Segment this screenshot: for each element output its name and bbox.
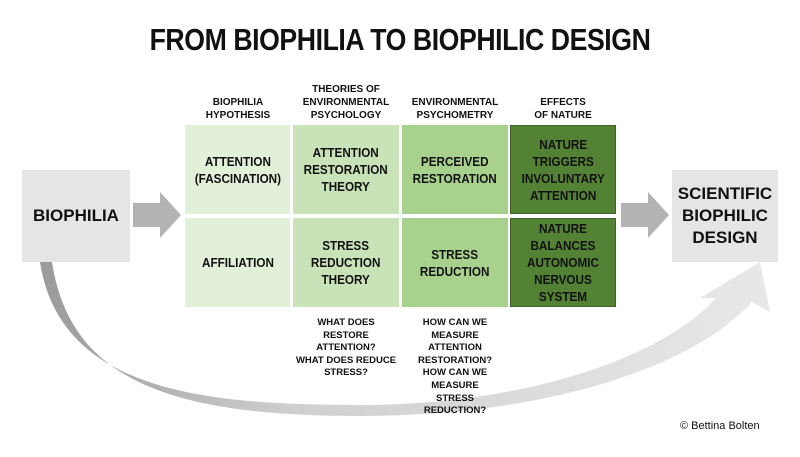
cell-stress-reduction: STRESS REDUCTION: [402, 218, 508, 307]
cell-affiliation: AFFILIATION: [185, 218, 290, 307]
header-label: THEORIES OF ENVIRONMENTAL PSYCHOLOGY: [302, 84, 390, 121]
curved-arrow: [40, 262, 770, 416]
cell-autonomic-nervous-system: NATURE BALANCES AUTONOMIC NERVOUS SYSTEM: [510, 218, 616, 307]
cell-label: ATTENTION (FASCINATION): [194, 153, 281, 186]
header-label: ENVIRONMENTAL PSYCHOMETRY: [411, 97, 499, 121]
biophilia-box: BIOPHILIA: [22, 170, 130, 262]
question-psychometry: HOW CAN WE MEASURE ATTENTION RESTORATION…: [417, 317, 493, 417]
cell-label: ATTENTION RESTORATION THEORY: [303, 145, 389, 194]
cell-label: PERCEIVED RESTORATION: [412, 153, 498, 186]
cell-label: NATURE BALANCES AUTONOMIC NERVOUS SYSTEM: [527, 221, 599, 304]
cell-label: STRESS REDUCTION THEORY: [311, 238, 381, 287]
cell-label: NATURE TRIGGERS INVOLUNTARY ATTENTION: [521, 136, 605, 203]
copyright-credit: © Bettina Bolten: [680, 420, 760, 432]
cell-involuntary-attention: NATURE TRIGGERS INVOLUNTARY ATTENTION: [510, 125, 616, 214]
question-theories: WHAT DOES RESTORE ATTENTION? WHAT DOES R…: [295, 317, 397, 379]
arrow-right-icon: [621, 192, 669, 238]
arrow-left-icon: [133, 192, 181, 238]
header-psychometry: ENVIRONMENTAL PSYCHOMETRY: [402, 82, 508, 122]
header-label: BIOPHILIA HYPOTHESIS: [205, 97, 271, 121]
header-biophilia-hypothesis: BIOPHILIA HYPOTHESIS: [185, 82, 291, 122]
cell-perceived-restoration: PERCEIVED RESTORATION: [402, 125, 508, 214]
cell-label: STRESS REDUCTION: [420, 246, 490, 279]
page-title: FROM BIOPHILIA TO BIOPHILIC DESIGN: [149, 22, 651, 57]
cell-stress-reduction-theory: STRESS REDUCTION THEORY: [293, 218, 399, 307]
cell-label: AFFILIATION: [201, 255, 274, 270]
cell-attention: ATTENTION (FASCINATION): [185, 125, 290, 214]
header-effects: EFFECTS OF NATURE: [510, 82, 616, 122]
header-theories: THEORIES OF ENVIRONMENTAL PSYCHOLOGY: [293, 82, 399, 122]
header-label: EFFECTS OF NATURE: [534, 97, 592, 121]
cell-attention-restoration-theory: ATTENTION RESTORATION THEORY: [293, 125, 399, 214]
scientific-biophilic-design-box: SCIENTIFIC BIOPHILIC DESIGN: [672, 170, 778, 262]
